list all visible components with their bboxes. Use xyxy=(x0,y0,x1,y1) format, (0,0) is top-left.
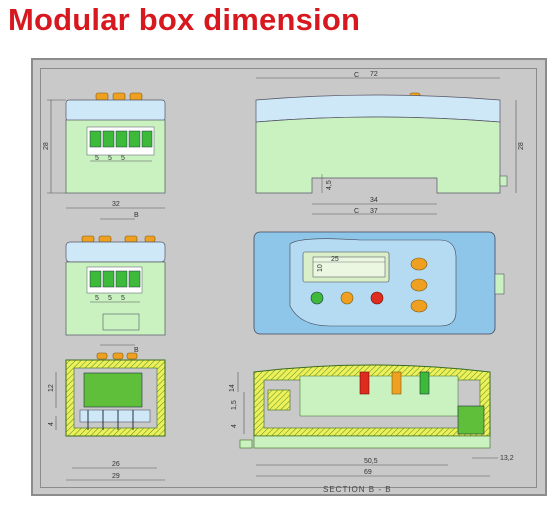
terminal xyxy=(102,130,115,148)
box-body-side xyxy=(255,116,501,194)
terminal xyxy=(128,130,141,148)
dim-label: 28 xyxy=(518,142,525,150)
dim-label: 4,5 xyxy=(326,180,333,190)
dim-label: 5 xyxy=(121,155,125,162)
top-button xyxy=(129,92,143,101)
top-button xyxy=(126,352,138,360)
dim-label: 5 xyxy=(108,295,112,302)
dim-label: 10 xyxy=(317,264,324,272)
top-button xyxy=(98,235,112,243)
dim-label: 5 xyxy=(121,295,125,302)
terminal xyxy=(89,270,102,288)
din-slot xyxy=(102,313,140,331)
dim-label: 5 xyxy=(108,155,112,162)
green-led-section xyxy=(419,371,430,395)
dim-label: C xyxy=(354,208,359,215)
drawing-frame xyxy=(40,68,537,488)
orange-led-section xyxy=(391,371,402,395)
section-marker: B xyxy=(134,347,139,354)
terminal xyxy=(128,270,141,288)
dim-label: 37 xyxy=(370,208,378,215)
side-clip xyxy=(499,175,508,187)
dim-label: 34 xyxy=(370,197,378,204)
red-led xyxy=(370,291,384,305)
dim-label: 13,2 xyxy=(500,455,514,462)
dim-label: 28 xyxy=(43,142,50,150)
dim-label: 5 xyxy=(95,155,99,162)
section-marker: B xyxy=(134,212,139,219)
dim-label: 29 xyxy=(112,473,120,480)
top-button xyxy=(81,235,95,243)
dim-label: 25 xyxy=(331,256,339,263)
red-led-section xyxy=(359,371,370,395)
dim-label: 4 xyxy=(48,422,55,426)
dim-label: 32 xyxy=(112,201,120,208)
terminal xyxy=(89,130,102,148)
din-clip xyxy=(457,405,485,435)
terminal xyxy=(115,270,128,288)
front-button xyxy=(410,299,428,313)
dim-label: 5 xyxy=(95,295,99,302)
side-clip xyxy=(494,273,505,295)
top-button xyxy=(95,92,109,101)
top-button xyxy=(144,235,156,243)
dim-label: 14 xyxy=(229,384,236,392)
green-led xyxy=(310,291,324,305)
top-button xyxy=(96,352,108,360)
dim-label: C xyxy=(354,72,359,79)
dim-label: 26 xyxy=(112,461,120,468)
section-caption: SECTION B - B xyxy=(323,485,392,494)
pcb-area xyxy=(299,375,459,417)
dim-label: 4 xyxy=(231,424,238,428)
orange-led xyxy=(340,291,354,305)
dim-label: 69 xyxy=(364,469,372,476)
top-button xyxy=(124,235,138,243)
mid-left-view: B 5 5 5 B xyxy=(65,212,166,354)
top-button xyxy=(112,92,126,101)
lid-top xyxy=(65,99,166,122)
dim-label: 50,5 xyxy=(364,458,378,465)
front-button xyxy=(410,278,428,292)
top-left-view: 28 5 5 5 32 xyxy=(43,92,166,209)
lid-top xyxy=(65,241,166,263)
front-view: 25 10 xyxy=(253,231,505,335)
front-button xyxy=(410,257,428,271)
dim-label: 72 xyxy=(370,71,378,78)
din-rail-base xyxy=(253,435,491,449)
page-title: Modular box dimension xyxy=(8,2,361,37)
terminal-section xyxy=(83,372,143,408)
terminal xyxy=(141,130,153,148)
section-bb-view: 1,5 4 14 50,5 69 13,2 SECTION B - B xyxy=(229,364,514,494)
terminal xyxy=(102,270,115,288)
top-button xyxy=(112,352,124,360)
terminal xyxy=(115,130,128,148)
dim-label: 12 xyxy=(48,384,55,392)
bottom-left-section: 12 4 26 29 xyxy=(48,352,166,481)
pcb xyxy=(79,409,151,423)
dim-label: 1,5 xyxy=(231,400,238,410)
side-view: C 72 28 4,5 34 C 37 xyxy=(255,71,525,215)
